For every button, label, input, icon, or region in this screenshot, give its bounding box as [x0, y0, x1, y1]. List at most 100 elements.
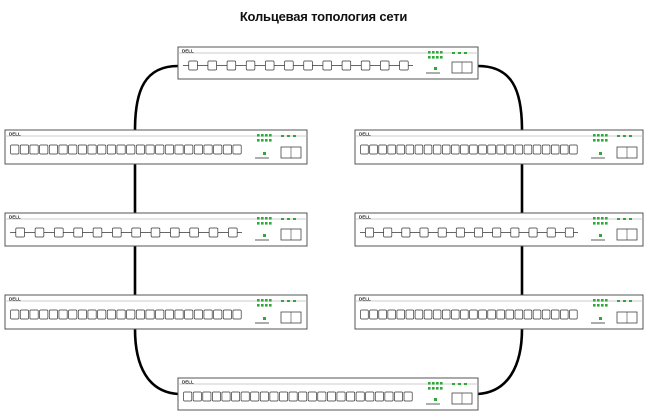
uplink-ports — [255, 311, 302, 324]
port — [405, 309, 415, 320]
port — [213, 144, 223, 155]
port — [126, 144, 136, 155]
switch-right-1: DELL — [354, 129, 644, 165]
switch-top: DELL — [177, 46, 479, 80]
port-row — [10, 144, 242, 155]
port — [569, 309, 578, 320]
port — [34, 227, 45, 238]
switch-chassis — [354, 129, 644, 165]
port-row — [183, 391, 413, 402]
port — [155, 309, 165, 320]
uplink-ports — [591, 311, 638, 324]
port — [327, 391, 336, 402]
port — [541, 144, 551, 155]
port — [48, 309, 58, 320]
port — [451, 144, 460, 155]
port — [222, 144, 232, 155]
port — [203, 144, 213, 155]
port — [523, 144, 533, 155]
brand-logo: DELL — [359, 132, 371, 137]
port — [207, 60, 217, 71]
port — [487, 309, 496, 320]
port — [29, 309, 39, 320]
port — [77, 144, 87, 155]
status-leds — [257, 299, 296, 307]
status-leds — [593, 217, 632, 225]
port — [68, 309, 78, 320]
port — [346, 391, 356, 402]
port — [10, 144, 20, 155]
port-row — [10, 227, 242, 238]
port — [307, 391, 317, 402]
port — [68, 144, 78, 155]
brand-logo: DELL — [9, 215, 21, 220]
switch-left-3: DELL — [4, 294, 308, 330]
port — [405, 144, 415, 155]
brand-logo: DELL — [182, 380, 194, 385]
port — [228, 227, 238, 238]
port — [19, 309, 29, 320]
port — [514, 144, 524, 155]
port — [451, 309, 460, 320]
port — [360, 60, 371, 71]
brand-logo: DELL — [9, 297, 21, 302]
port — [303, 60, 313, 71]
cable-switch-left-3-to-switch-bottom — [133, 327, 180, 396]
port — [546, 227, 556, 238]
port — [423, 144, 433, 155]
port — [551, 144, 560, 155]
port — [29, 144, 39, 155]
port — [378, 309, 387, 320]
port — [541, 309, 551, 320]
ring-cables — [133, 64, 524, 396]
port — [474, 227, 483, 238]
port — [189, 227, 199, 238]
port — [469, 144, 478, 155]
cable-switch-top-to-switch-left-1 — [133, 64, 180, 132]
port-row — [360, 144, 578, 155]
port — [396, 144, 405, 155]
port — [77, 309, 87, 320]
port — [155, 144, 165, 155]
port — [97, 144, 107, 155]
port — [87, 309, 97, 320]
port — [116, 309, 126, 320]
brand-logo: DELL — [359, 215, 371, 220]
port — [164, 144, 174, 155]
port — [48, 144, 58, 155]
port — [39, 144, 49, 155]
port — [135, 144, 145, 155]
port — [232, 144, 242, 155]
port — [232, 309, 242, 320]
port — [394, 391, 403, 402]
uplink-ports — [591, 228, 638, 241]
port — [560, 144, 569, 155]
port — [374, 391, 384, 402]
port — [188, 60, 198, 71]
port — [203, 309, 213, 320]
port — [222, 309, 232, 320]
port-row — [10, 309, 242, 320]
port — [380, 60, 390, 71]
port — [184, 144, 194, 155]
port — [116, 144, 126, 155]
port — [208, 227, 219, 238]
port — [106, 309, 116, 320]
switch-right-2: DELL — [354, 212, 644, 247]
port — [250, 391, 260, 402]
brand-logo: DELL — [9, 132, 21, 137]
port — [226, 60, 237, 71]
port — [341, 60, 352, 71]
port — [174, 309, 184, 320]
port — [399, 60, 409, 71]
port — [532, 144, 542, 155]
port — [403, 391, 413, 402]
port — [284, 60, 294, 71]
port — [551, 309, 560, 320]
port — [460, 309, 469, 320]
port — [231, 391, 241, 402]
port — [432, 309, 442, 320]
port — [174, 144, 184, 155]
